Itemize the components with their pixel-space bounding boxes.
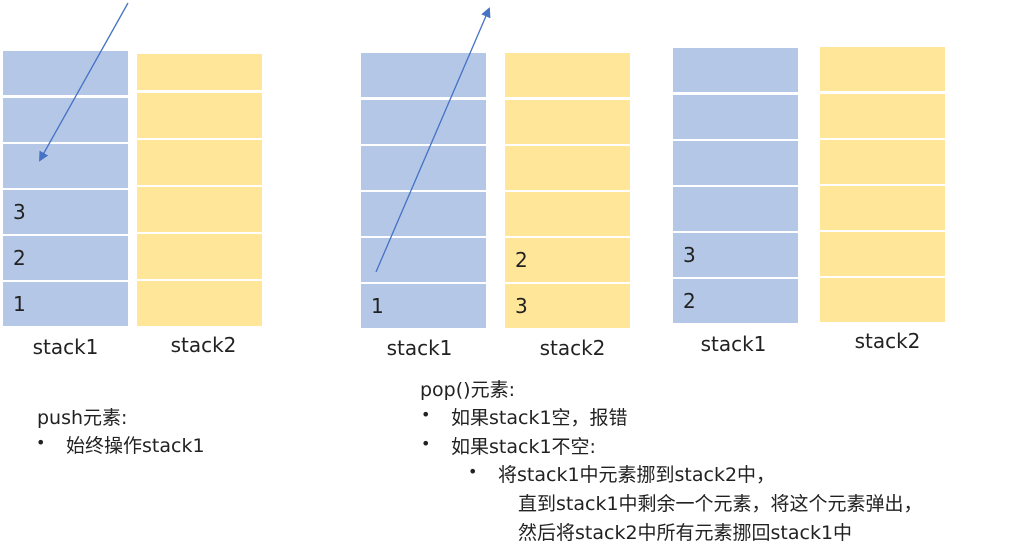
- stack-cell: 3: [505, 284, 630, 328]
- stack-cell: [137, 187, 262, 232]
- stack-cell: [3, 144, 128, 188]
- pop-item: 如果stack1空，报错: [451, 407, 628, 429]
- pop-item: 如果stack1不空:: [451, 436, 596, 458]
- stack-cell: [137, 140, 262, 185]
- stack-label: stack1: [32, 335, 99, 359]
- stack-cell: [820, 232, 945, 276]
- stack-cell: [673, 48, 798, 92]
- stack-cell: [505, 146, 630, 190]
- stack-label: stack1: [700, 332, 767, 356]
- stack-cell: [361, 100, 486, 144]
- bullet-icon: •: [36, 433, 46, 452]
- stack-cell: [361, 146, 486, 190]
- stack-cell: [361, 53, 486, 97]
- pop-arrow: [375, 7, 491, 273]
- stack-cell: [361, 192, 486, 236]
- stack-cell: [673, 141, 798, 185]
- stack-cell: [820, 47, 945, 91]
- stack-cell: [505, 192, 630, 236]
- push-item: 始终操作stack1: [66, 435, 205, 457]
- stack-cell: [820, 140, 945, 184]
- stack-cell: [673, 95, 798, 139]
- stack-label: stack2: [539, 336, 606, 360]
- bullet-icon: •: [421, 405, 431, 424]
- stack-cell: 2: [505, 238, 630, 282]
- stack-cell: [137, 281, 262, 326]
- stack-cell: [3, 51, 128, 95]
- stack-label: stack1: [386, 336, 453, 360]
- pop-sub-item-line: 直到stack1中剩余一个元素，将这个元素弹出，: [518, 493, 923, 515]
- pop-sub-item-line: 将stack1中元素挪到stack2中，: [498, 464, 776, 486]
- stack-cell: [505, 53, 630, 97]
- stack-cell: 3: [673, 233, 798, 277]
- stack-cell: 1: [361, 284, 486, 328]
- stack-cell: 2: [673, 279, 798, 323]
- pop-title: pop()元素:: [420, 379, 515, 401]
- stack-cell: [820, 278, 945, 322]
- stack-label: stack2: [854, 329, 921, 353]
- stack-cell: [820, 186, 945, 230]
- stack-cell: [137, 234, 262, 279]
- stack-cell: [137, 54, 262, 90]
- bullet-icon: •: [468, 462, 478, 481]
- bullet-icon: •: [421, 434, 431, 453]
- push-title: push元素:: [37, 407, 128, 429]
- stack-cell: 3: [3, 190, 128, 234]
- stack-cell: [3, 98, 128, 142]
- stack-cell: 1: [3, 282, 128, 326]
- push-arrow: [39, 2, 129, 162]
- pop-sub-item-line: 然后将stack2中所有元素挪回stack1中: [518, 522, 853, 544]
- stack-label: stack2: [170, 333, 237, 357]
- stack-cell: [505, 100, 630, 144]
- stack-cell: [820, 94, 945, 138]
- stack-cell: 2: [3, 236, 128, 280]
- stack-cell: [137, 93, 262, 138]
- stack-cell: [673, 187, 798, 231]
